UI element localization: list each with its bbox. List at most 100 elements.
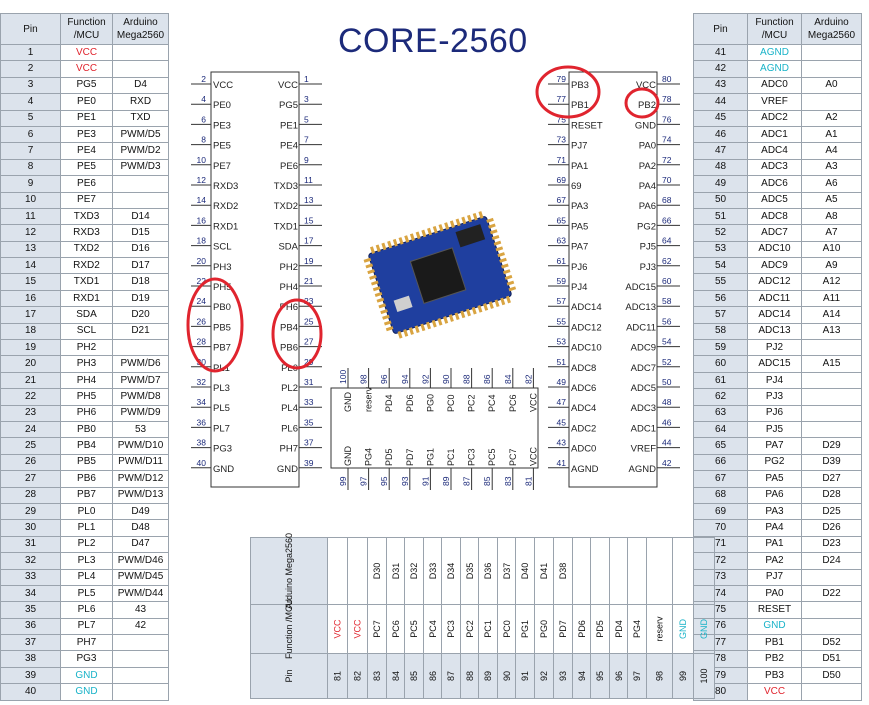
- cell-text: 91: [520, 670, 531, 682]
- pin-number: 87: [462, 476, 472, 486]
- pin-number: 9: [304, 155, 309, 165]
- pin-number: 49: [693, 175, 748, 193]
- row-header: Pin: [249, 653, 329, 699]
- pin-number: 53: [557, 337, 567, 347]
- pin-number: 50: [693, 191, 748, 209]
- header-pin: [483, 303, 489, 311]
- cell-text: D34: [445, 562, 456, 580]
- pin-number: 18: [197, 236, 207, 246]
- pin-number: 90: [441, 374, 451, 384]
- pin-number: 12: [0, 224, 61, 242]
- bottom-cell: D37: [496, 537, 517, 605]
- pin-label: reserv: [364, 386, 374, 412]
- pin-label: ADC12: [571, 322, 602, 333]
- pin-number: 91: [420, 476, 430, 486]
- row-header-label: Pin: [284, 669, 295, 683]
- pin-number: 55: [557, 316, 567, 326]
- header-pin: [465, 308, 472, 317]
- pin-number: 52: [662, 357, 672, 367]
- pin-number: 6: [201, 114, 206, 124]
- header-pin: [477, 305, 483, 313]
- bottom-cell: [693, 537, 716, 605]
- header-pin: [500, 297, 506, 306]
- pin-number: 85: [482, 476, 492, 486]
- header-pin: [414, 325, 420, 334]
- header-pin: [454, 312, 460, 321]
- header-pin: [363, 257, 372, 263]
- bottom-cell: D31: [385, 537, 406, 605]
- pin-number: 76: [662, 114, 672, 124]
- pin-label: PC6: [508, 394, 518, 412]
- pin-number: 83: [503, 476, 513, 486]
- bottom-cell: 99: [672, 653, 695, 699]
- header-pin: [471, 306, 477, 315]
- pin-number: 35: [304, 417, 314, 427]
- pin-number: 88: [462, 374, 472, 384]
- cell-text: D30: [371, 562, 382, 580]
- pin-number: 30: [197, 357, 207, 367]
- pin-label: PG4: [364, 448, 374, 466]
- col-header-arduino: Arduino Mega2560: [801, 13, 862, 45]
- header-pin: [385, 326, 394, 332]
- cell-text: 85: [408, 670, 419, 682]
- pin-label: RXD1: [213, 221, 238, 232]
- pin-label: PJ4: [571, 282, 587, 293]
- pin-number: 89: [441, 476, 451, 486]
- pin-label: PE0: [213, 100, 231, 111]
- header-pin: [493, 240, 502, 246]
- pin-label: PG5: [279, 100, 298, 111]
- pin-number: 24: [197, 296, 207, 306]
- pin-label: PA5: [571, 221, 588, 232]
- pin-number: 33: [0, 568, 61, 586]
- pin-label: ADC1: [631, 423, 656, 434]
- pin-number: 17: [0, 306, 61, 324]
- bottom-cell: 94: [571, 653, 592, 699]
- cell-text: 86: [427, 670, 438, 682]
- pin-label: PA4: [639, 181, 656, 192]
- header-pin: [375, 244, 381, 253]
- pin-number: 26: [197, 316, 207, 326]
- pin-number: 60: [662, 276, 672, 286]
- pin-label: PD4: [384, 394, 394, 412]
- cell-text: 82: [352, 670, 363, 682]
- pin-label: PC3: [467, 448, 477, 466]
- bottom-cell: [608, 537, 629, 605]
- pin-label: PA1: [571, 161, 588, 172]
- pin-number: 71: [557, 155, 567, 165]
- cell-text: 89: [482, 670, 493, 682]
- pin-label: ADC10: [571, 343, 602, 354]
- pin-label: PC7: [508, 448, 518, 466]
- bottom-cell: 83: [367, 653, 387, 699]
- header-pin: [504, 274, 513, 280]
- bottom-cell: [590, 537, 610, 605]
- cell-text: 92: [539, 670, 550, 682]
- pin-number: 70: [693, 519, 748, 537]
- col-header-arduino: Arduino Mega2560: [112, 13, 169, 45]
- pin-label: PD5: [384, 448, 394, 466]
- cell-text: 96: [613, 670, 624, 682]
- cell-text: PD5: [595, 620, 606, 638]
- pin-number: 4: [0, 93, 61, 111]
- bottom-cell: GND: [693, 604, 716, 654]
- pin-number: 67: [557, 195, 567, 205]
- pin-number: 33: [304, 397, 314, 407]
- cell-text: reserv: [654, 616, 665, 642]
- pin-label: PA0: [639, 141, 656, 152]
- pin-label: PD6: [405, 394, 415, 412]
- cell-text: PG0: [539, 619, 550, 639]
- pin-number: 39: [0, 666, 61, 685]
- pin-number: 63: [557, 236, 567, 246]
- pin-number: 16: [0, 289, 61, 308]
- pin-number: 64: [662, 236, 672, 246]
- bottom-cell: VCC: [327, 604, 349, 654]
